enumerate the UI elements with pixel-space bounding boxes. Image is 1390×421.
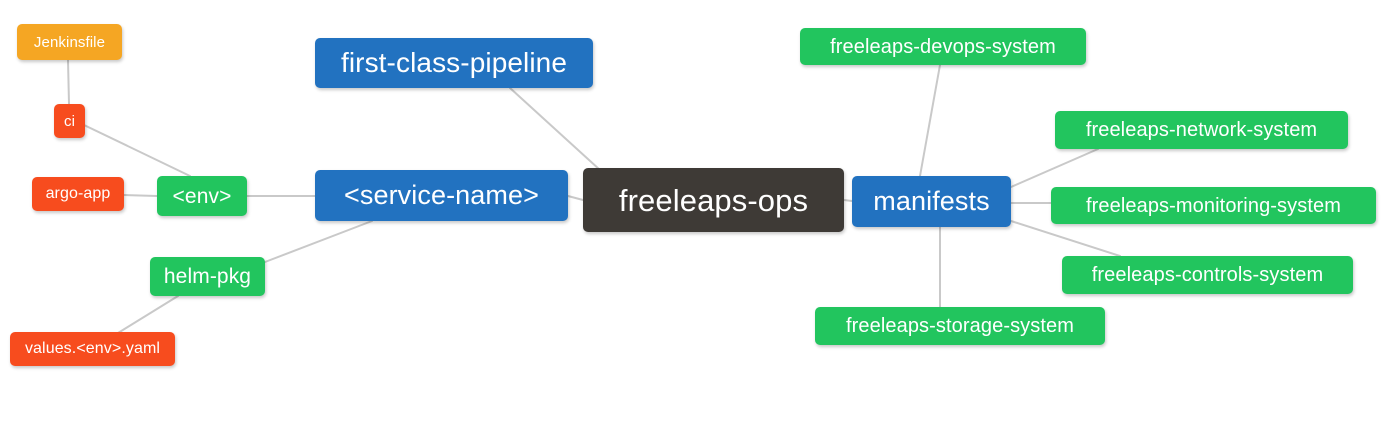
node-label-ci: ci — [63, 112, 76, 130]
edge-env-argo — [123, 194, 158, 197]
node-helm-pkg[interactable]: helm-pkg — [150, 257, 265, 296]
edge-ci-jenkinsfile — [67, 59, 70, 105]
node-freeleaps-network-system[interactable]: freeleaps-network-system — [1055, 111, 1348, 149]
node-freeleaps-storage-system[interactable]: freeleaps-storage-system — [815, 307, 1105, 345]
edge-service-helm — [264, 220, 373, 263]
edge-manifests-network — [1010, 148, 1099, 188]
node-label-freeleaps-network-system: freeleaps-network-system — [1085, 119, 1318, 141]
node-manifests[interactable]: manifests — [852, 176, 1011, 227]
node-label-jenkinsfile: Jenkinsfile — [33, 33, 106, 51]
node-label-argo-app: argo-app — [45, 185, 111, 202]
edge-manifests-devops — [919, 64, 941, 177]
node-label-manifests: manifests — [873, 186, 990, 216]
node-env[interactable]: <env> — [157, 176, 247, 216]
node-jenkinsfile[interactable]: Jenkinsfile — [17, 24, 122, 60]
node-label-env: <env> — [172, 184, 232, 208]
node-label-freeleaps-devops-system: freeleaps-devops-system — [830, 35, 1056, 58]
edge-service-pipeline — [509, 87, 601, 171]
node-freeleaps-controls-system[interactable]: freeleaps-controls-system — [1062, 256, 1353, 294]
node-freeleaps-monitoring-system[interactable]: freeleaps-monitoring-system — [1051, 187, 1376, 224]
node-label-freeleaps-controls-system: freeleaps-controls-system — [1091, 264, 1324, 286]
node-label-freeleaps-storage-system: freeleaps-storage-system — [845, 315, 1075, 337]
node-label-freeleaps-ops: freeleaps-ops — [618, 182, 809, 218]
node-label-first-class-pipeline: first-class-pipeline — [340, 47, 568, 78]
node-label-helm-pkg: helm-pkg — [163, 265, 252, 288]
node-service-name[interactable]: <service-name> — [315, 170, 568, 221]
node-ci[interactable]: ci — [54, 104, 85, 138]
node-label-values-yaml: values.<env>.yaml — [24, 340, 161, 357]
node-values-yaml[interactable]: values.<env>.yaml — [10, 332, 175, 366]
node-label-service-name: <service-name> — [344, 180, 539, 210]
node-freeleaps-ops[interactable]: freeleaps-ops — [583, 168, 844, 232]
node-first-class-pipeline[interactable]: first-class-pipeline — [315, 38, 593, 88]
edge-manifests-controls — [1010, 220, 1121, 257]
edge-ops-service — [567, 195, 584, 201]
edge-env-ci — [83, 124, 191, 177]
node-label-freeleaps-monitoring-system: freeleaps-monitoring-system — [1085, 194, 1341, 217]
edge-helm-values — [117, 295, 179, 334]
edge-ops-manifests — [843, 199, 853, 202]
node-argo-app[interactable]: argo-app — [32, 177, 124, 211]
node-freeleaps-devops-system[interactable]: freeleaps-devops-system — [800, 28, 1086, 65]
